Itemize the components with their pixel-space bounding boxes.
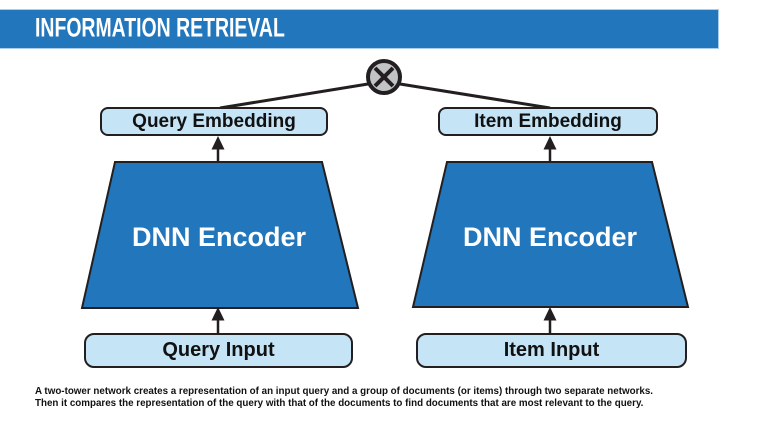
item-embedding-box: Item Embedding [438,107,658,136]
connector-circle-to-query-embedding [219,82,369,110]
query-input-box: Query Input [84,333,353,368]
item-input-box: Item Input [416,333,687,368]
query-encoder-trapezoid [80,161,360,309]
caption-line-2: Then it compares the representation of t… [35,398,644,410]
header-banner: INFORMATION RETRIEVAL [0,9,719,49]
query-encoder-label: DNN Encoder [131,222,307,252]
item-input-label: Item Input [503,339,600,361]
connector-circle-to-item-embedding [399,82,551,110]
item-encoder-trapezoid [411,161,690,308]
arrow-left-encoder-to-embedding-head [211,136,225,150]
arrow-query-input-to-encoder-head [211,307,225,321]
caption-line-1: A two-tower network creates a representa… [35,386,654,397]
caption: A two-tower network creates a representa… [35,386,750,411]
query-embedding-label: Query Embedding [132,110,296,132]
query-input-label: Query Input [162,339,275,361]
item-encoder-label: DNN Encoder [462,222,638,252]
query-embedding-box: Query Embedding [100,107,328,136]
arrow-right-encoder-to-embedding-head [543,136,557,150]
item-embedding-label: Item Embedding [474,110,622,132]
page-title: INFORMATION RETRIEVAL [35,12,285,43]
multiply-circle-icon [366,59,402,95]
arrow-item-input-to-encoder-head [543,307,557,321]
